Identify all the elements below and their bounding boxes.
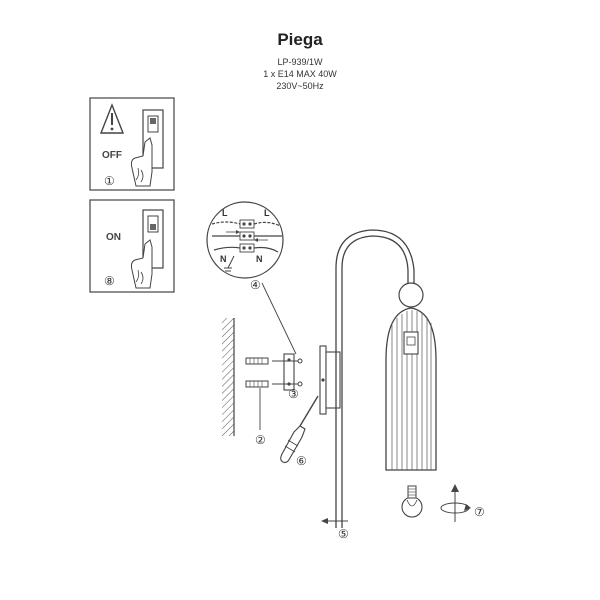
- switch-off-icon: [142, 109, 164, 169]
- ground-icon: [224, 255, 235, 272]
- warning-icon: [99, 103, 125, 134]
- wall-lamp: [319, 229, 437, 528]
- switch-on-icon: [142, 209, 164, 269]
- hand-icon: [130, 137, 153, 187]
- screwdriver-icon: [280, 395, 319, 464]
- step-7-marker: ⑦: [474, 505, 485, 519]
- product-name: Piega: [277, 30, 323, 49]
- terminal-block: [239, 219, 255, 253]
- step-3-marker: ③: [288, 387, 299, 401]
- wiring-detail: L L N N ④: [206, 201, 284, 292]
- wall: [222, 318, 235, 436]
- neutral-label-left: N: [220, 254, 227, 264]
- neutral-label-right: N: [256, 254, 263, 264]
- step-power-on-panel: ON ⑧: [89, 199, 175, 293]
- live-label-left: L: [222, 208, 228, 218]
- direction-arrow-icon: [321, 518, 348, 524]
- step-power-off-panel: OFF ①: [89, 97, 175, 191]
- wall-plugs: [245, 357, 269, 388]
- step-2-marker: ②: [255, 433, 266, 447]
- off-label: OFF: [102, 150, 122, 161]
- step-4-marker: ④: [250, 278, 261, 292]
- rotate-icon: [440, 484, 471, 522]
- live-label-right: L: [264, 208, 270, 218]
- bulb-spec: 1 x E14 MAX 40W: [263, 69, 337, 79]
- hand-icon: [130, 239, 153, 289]
- on-label: ON: [106, 232, 121, 243]
- step-5-marker: ⑤: [338, 527, 349, 541]
- model-number: LP-939/1W: [277, 57, 323, 67]
- light-bulb-icon: [401, 485, 423, 518]
- step-8-marker: ⑧: [104, 274, 115, 288]
- step-6-marker: ⑥: [296, 454, 307, 468]
- mounting-bracket: [272, 353, 303, 391]
- step-1-marker: ①: [104, 174, 115, 188]
- voltage-spec: 230V~50Hz: [276, 81, 324, 91]
